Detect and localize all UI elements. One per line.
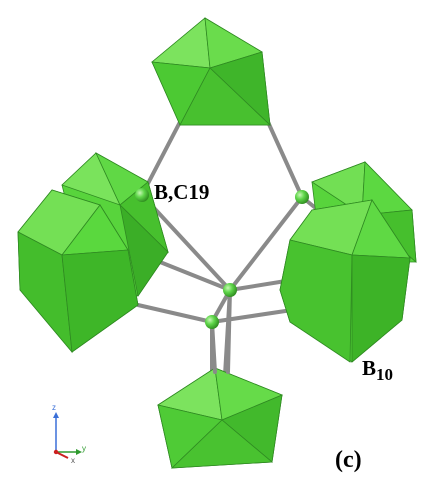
- atom: [205, 315, 219, 329]
- bond: [210, 320, 217, 374]
- axis-x-label: x: [71, 456, 75, 465]
- axis-z-arrow: [53, 412, 59, 418]
- atom: [295, 190, 309, 204]
- polyhedron-right-front: [279, 199, 411, 363]
- bond: [226, 288, 232, 374]
- bond: [136, 303, 214, 324]
- axis-y-label: y: [82, 444, 86, 453]
- polyhedron-left-front: [17, 189, 139, 354]
- icosahedron-bottom: [156, 367, 284, 469]
- bond: [140, 193, 232, 292]
- axis-triad: [53, 412, 82, 459]
- b10-label: B10: [362, 356, 394, 384]
- bond: [210, 308, 294, 324]
- axis-z-label: z: [52, 403, 56, 412]
- atom: [135, 188, 149, 202]
- axis-x-line: [55, 451, 69, 459]
- atom: [223, 283, 237, 297]
- icosahedron-top: [151, 17, 272, 127]
- bond: [228, 195, 304, 292]
- panel-label: (c): [335, 447, 362, 473]
- bond: [266, 120, 304, 199]
- atoms: [135, 188, 309, 329]
- axis-y-arrow: [76, 449, 82, 455]
- front-bonds: [210, 288, 232, 374]
- cluster-label: B,C19: [154, 180, 210, 204]
- bond: [158, 260, 232, 292]
